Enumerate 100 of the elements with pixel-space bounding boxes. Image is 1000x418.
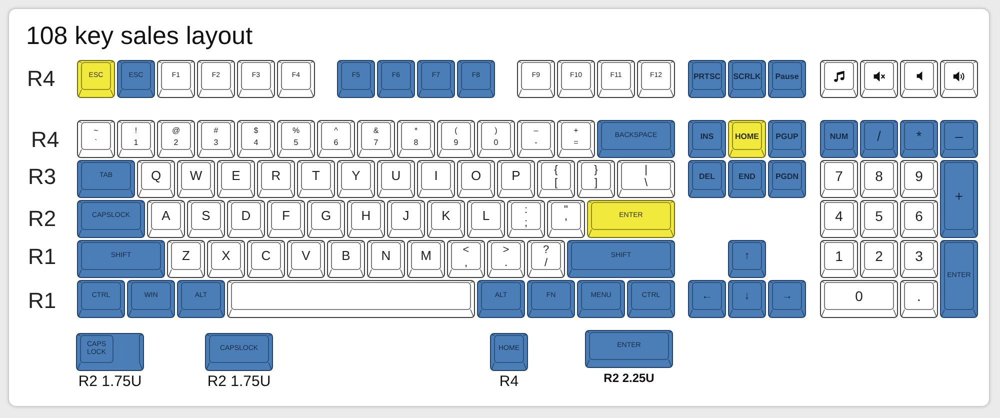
key-legend: ^ — [334, 126, 338, 134]
key-legend: DEL — [699, 172, 715, 180]
key-legend: % — [292, 126, 300, 134]
key-legend: # — [214, 126, 218, 134]
key-legend: \ — [644, 178, 648, 188]
key-legend: INS — [700, 132, 714, 140]
key-legend: * — [414, 126, 418, 134]
key-legend: E — [232, 169, 240, 183]
key-legend: . — [917, 288, 921, 304]
key-legend: ↑ — [744, 250, 750, 262]
key-legend: → — [782, 290, 792, 302]
key-legend: PRTSC — [693, 72, 721, 80]
key-legend: @ — [172, 126, 180, 134]
key-legend: U — [391, 169, 401, 183]
key-legend: 8 — [414, 138, 418, 146]
key-legend: ' — [564, 218, 568, 228]
key-legend: 1 — [835, 248, 843, 264]
key-legend: X — [222, 249, 230, 263]
key-legend: S — [202, 209, 210, 223]
key-legend: HOME — [735, 132, 759, 140]
key-legend: – — [955, 128, 963, 144]
key-legend: V — [302, 249, 310, 263]
key-legend: ↓ — [744, 290, 750, 302]
key-legend: R — [271, 169, 281, 183]
key-legend: A — [162, 209, 170, 223]
key-legend: ~ — [94, 126, 98, 134]
key-legend: C — [261, 249, 271, 263]
key-legend: M — [420, 249, 432, 263]
key-legend: 7 — [374, 138, 378, 146]
key-legend: | — [644, 164, 648, 174]
key-legend: { — [554, 164, 558, 174]
key-legend: ( — [454, 126, 458, 134]
key-legend: / — [877, 128, 881, 144]
key-legend: W — [190, 169, 202, 183]
key-legend: [ — [554, 178, 558, 188]
key-legend: END — [738, 172, 756, 180]
key-legend: D — [241, 209, 251, 223]
key-legend: ? — [542, 244, 550, 254]
key-legend: 0 — [855, 288, 863, 304]
key-legend: : — [524, 204, 528, 214]
row-label: R4 — [31, 127, 60, 153]
key-caption: R4 — [499, 374, 519, 390]
key-legend: ) — [494, 126, 498, 134]
key-legend: Y — [352, 169, 360, 183]
key-legend: " — [564, 204, 568, 214]
key-caption: R2 1.75U — [207, 374, 271, 390]
key-legend: 6 — [334, 138, 338, 146]
key-legend: + — [954, 188, 964, 204]
key-legend: 0 — [494, 138, 498, 146]
key-legend: 5 — [875, 208, 883, 224]
key-legend: - — [534, 138, 538, 146]
key-legend: ! — [134, 126, 138, 134]
key-legend: K — [442, 209, 450, 223]
key-legend: 1 — [134, 138, 138, 146]
key-legend: T — [312, 169, 320, 183]
key-legend: 3 — [214, 138, 218, 146]
key-legend: / — [544, 258, 548, 268]
key-legend: O — [470, 169, 482, 183]
key-legend: < — [462, 244, 470, 254]
key-legend: ← — [702, 290, 712, 302]
key-legend: F — [282, 209, 290, 223]
key-legend: ` — [94, 138, 98, 146]
key-legend: I — [434, 169, 438, 183]
key-legend: L — [482, 209, 490, 223]
key-legend: Z — [182, 249, 190, 263]
key-legend: = — [574, 138, 578, 146]
key-legend: PGDN — [775, 172, 799, 180]
key-legend: 5 — [294, 138, 298, 146]
key-legend: & — [373, 126, 379, 134]
key-legend: . — [504, 258, 508, 268]
key-legend: 3 — [915, 248, 923, 264]
key-legend: G — [320, 209, 332, 223]
key-legend: 7 — [835, 168, 843, 184]
row-label: R2 — [28, 206, 56, 232]
key-legend: 4 — [254, 138, 258, 146]
key-legend: 2 — [875, 248, 883, 264]
key-legend: 4 — [835, 208, 843, 224]
key-legend: PGUP — [776, 132, 798, 140]
row-label: R3 — [28, 164, 56, 190]
row-label: R1 — [28, 288, 56, 314]
key-legend: > — [502, 244, 510, 254]
key-legend: SCRLK — [733, 72, 761, 80]
key-legend: + — [574, 126, 578, 134]
key-legend: ] — [594, 178, 598, 188]
key-legend: – — [534, 126, 538, 134]
key-legend: P — [512, 169, 520, 183]
diagram-title: 108 key sales layout — [26, 21, 253, 51]
key-caption: R2 2.25U — [604, 371, 654, 385]
key-caption: R2 1.75U — [78, 374, 142, 390]
key-legend: Pause — [775, 72, 799, 80]
key-legend: Q — [150, 169, 162, 183]
key-legend: H — [361, 209, 371, 223]
key-legend: 9 — [915, 168, 923, 184]
key-legend: 8 — [875, 168, 883, 184]
key-legend: 6 — [915, 208, 923, 224]
key-legend: $ — [254, 126, 258, 134]
key-legend: N — [381, 249, 391, 263]
key-legend: NUM — [830, 132, 848, 140]
key-legend: 2 — [174, 138, 178, 146]
key-legend: B — [342, 249, 350, 263]
